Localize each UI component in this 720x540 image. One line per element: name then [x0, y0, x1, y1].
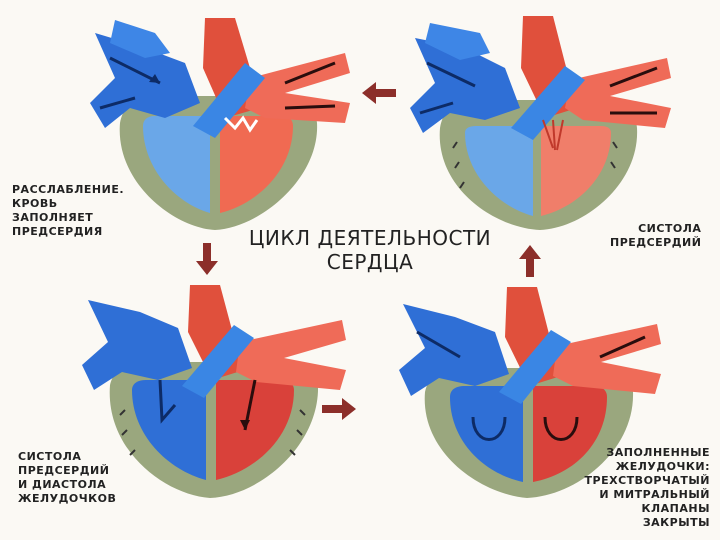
- arrow-left-icon: [362, 82, 396, 104]
- arrow-right-icon: [322, 398, 356, 420]
- heart-diagram-atrial-systole: [405, 8, 675, 238]
- caption-line: ЖЕЛУДОЧКОВ: [18, 492, 117, 505]
- caption-line: ПРЕДСЕРДИЙ: [610, 236, 702, 249]
- caption-line: ЗАПОЛНЯЕТ: [12, 211, 94, 224]
- diagram-title: ЦИКЛ ДЕЯТЕЛЬНОСТИ СЕРДЦА: [230, 226, 510, 274]
- caption-line: И ДИАСТОЛА: [18, 478, 107, 491]
- caption-atrial-systole: СИСТОЛА ПРЕДСЕРДИЙ: [610, 222, 701, 250]
- title-line-2: СЕРДЦА: [326, 250, 414, 274]
- title-line-1: ЦИКЛ ДЕЯТЕЛЬНОСТИ: [248, 226, 492, 250]
- caption-line: ПРЕДСЕРДИЯ: [12, 225, 103, 238]
- caption-line: СИСТОЛА: [638, 222, 702, 235]
- arrow-down-icon: [196, 243, 218, 275]
- caption-line: СИСТОЛА: [18, 450, 82, 463]
- heart-diagram-relaxation: [85, 8, 355, 238]
- caption-line: ЗАКРЫТЫ: [642, 516, 710, 529]
- caption-line: КЛАПАНЫ: [641, 502, 710, 515]
- caption-line: ТРЕХСТВОРЧАТЫЙ: [584, 474, 710, 487]
- caption-line: И МИТРАЛЬНЫЙ: [599, 488, 710, 501]
- arrow-up-icon: [519, 245, 541, 277]
- heart-diagram-ventricular-diastole: [80, 280, 350, 510]
- caption-line: ПРЕДСЕРДИЙ: [18, 464, 110, 477]
- caption-relaxation: РАССЛАБЛЕНИЕ. КРОВЬ ЗАПОЛНЯЕТ ПРЕДСЕРДИЯ: [12, 183, 124, 239]
- caption-atrial-systole-ventricular-diastole: СИСТОЛА ПРЕДСЕРДИЙ И ДИАСТОЛА ЖЕЛУДОЧКОВ: [18, 450, 116, 506]
- caption-line: ЖЕЛУДОЧКИ:: [615, 460, 710, 473]
- caption-valves-closed: ЗАПОЛНЕННЫЕ ЖЕЛУДОЧКИ: ТРЕХСТВОРЧАТЫЙ И …: [585, 446, 710, 530]
- caption-line: РАССЛАБЛЕНИЕ.: [12, 183, 125, 196]
- caption-line: КРОВЬ: [12, 197, 58, 210]
- caption-line: ЗАПОЛНЕННЫЕ: [606, 446, 710, 459]
- heart-diagram-valves-closed: [395, 282, 665, 512]
